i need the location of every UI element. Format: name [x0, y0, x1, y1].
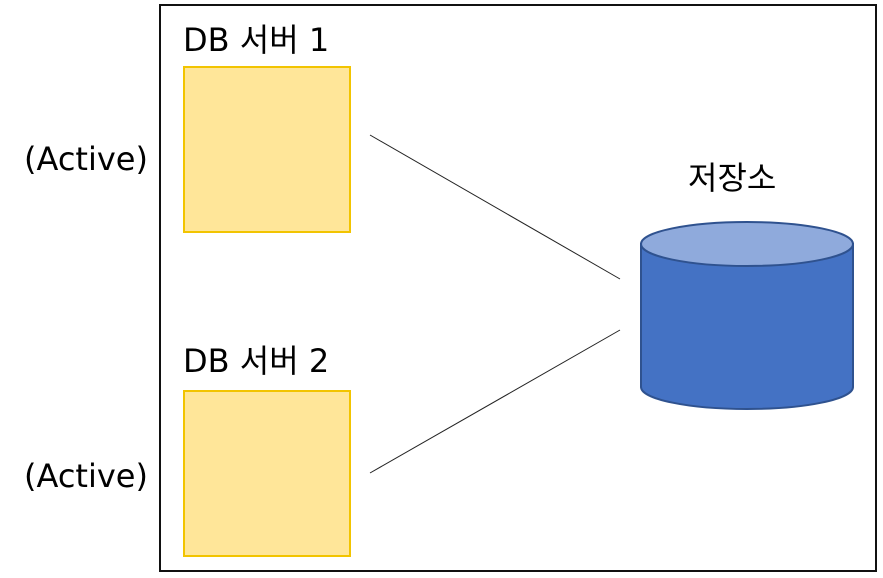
storage-label: 저장소 [688, 159, 777, 197]
server-1-box [183, 66, 351, 233]
server-2-box [183, 390, 351, 557]
diagram-frame [159, 4, 877, 572]
storage-cylinder-icon [640, 221, 854, 410]
server-2-label: DB 서버 2 [183, 342, 330, 380]
server-1-status: (Active) [24, 140, 148, 178]
server-2-status: (Active) [24, 457, 148, 495]
storage-cylinder-body [640, 243, 854, 410]
connector-server-2-storage [369, 329, 621, 474]
connector-server-1-storage [369, 134, 621, 280]
server-1-label: DB 서버 1 [183, 21, 330, 59]
storage-cylinder-top [640, 221, 854, 267]
